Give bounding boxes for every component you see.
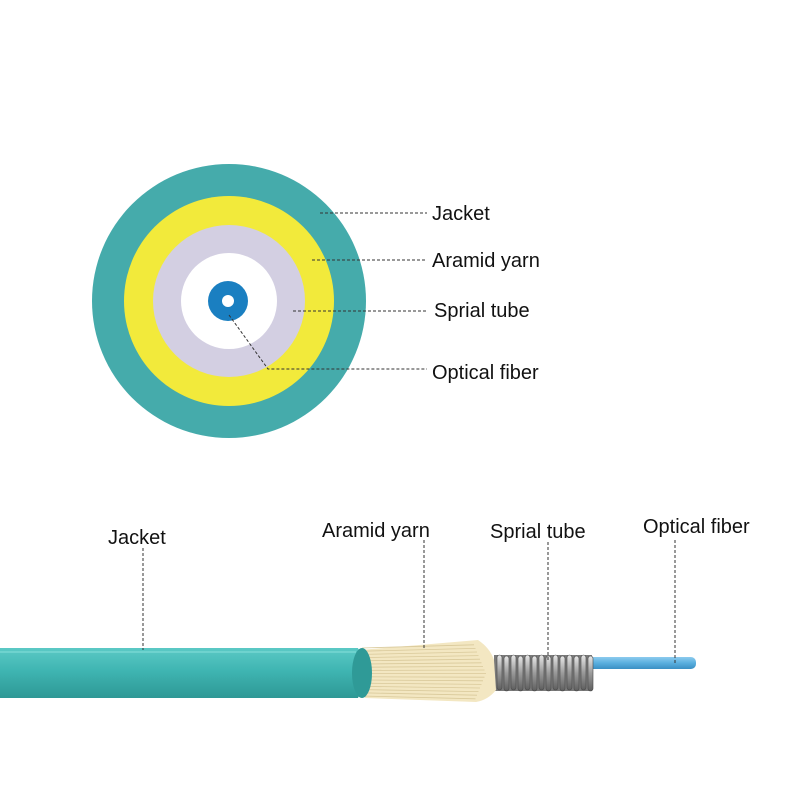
spring-coil (524, 654, 531, 691)
spring-coil (559, 655, 566, 692)
spring-coil (587, 655, 594, 692)
optical-fiber-strand (560, 657, 696, 669)
spring-coil (517, 655, 524, 692)
side-jacket-label: Jacket (108, 527, 166, 549)
spring-coil (538, 654, 545, 691)
yarn-strand (361, 686, 481, 689)
yarn-strand (361, 682, 482, 685)
optical-fiber-leader-line (228, 314, 427, 370)
side-optical-fiber-label: Optical fiber (643, 516, 750, 538)
spring-coil (510, 654, 517, 691)
spiral-tube-spring (494, 654, 594, 692)
optical-fiber-center (222, 295, 234, 307)
spring-coil (552, 654, 559, 691)
yarn-strand (361, 644, 475, 649)
yarn-strand (361, 695, 476, 700)
yarn-strand (361, 679, 484, 682)
cross-section: Jacket Aramid yarn Sprial tube Optical f… (92, 164, 540, 438)
side-aramid-yarn-label: Aramid yarn (322, 520, 430, 542)
spring-coil (503, 655, 510, 692)
side-spiral-tube-label: Sprial tube (490, 521, 586, 543)
yarn-strand (361, 689, 479, 692)
spring-coil (496, 654, 503, 691)
side-view: Jacket Aramid yarn Sprial tube Optical f… (0, 516, 750, 702)
aramid-yarn-tuft (360, 640, 496, 702)
spring-coil (531, 655, 538, 692)
spring-coil (545, 655, 552, 692)
cross-spiral-tube-label: Sprial tube (434, 300, 530, 322)
yarn-strand (361, 662, 482, 665)
yarn-strand (361, 651, 478, 655)
yarn-strand (361, 658, 481, 662)
spring-coil (580, 654, 587, 691)
yarn-strand (361, 692, 478, 696)
cross-aramid-yarn-label: Aramid yarn (432, 250, 540, 272)
jacket-cable (0, 648, 372, 698)
spring-coil (573, 655, 580, 692)
yarn-strand (361, 666, 484, 668)
cross-jacket-label: Jacket (432, 203, 490, 225)
spring-coil (566, 654, 573, 691)
cross-optical-fiber-label: Optical fiber (432, 362, 539, 384)
yarn-strand (361, 655, 479, 658)
yarn-strand (361, 648, 476, 652)
